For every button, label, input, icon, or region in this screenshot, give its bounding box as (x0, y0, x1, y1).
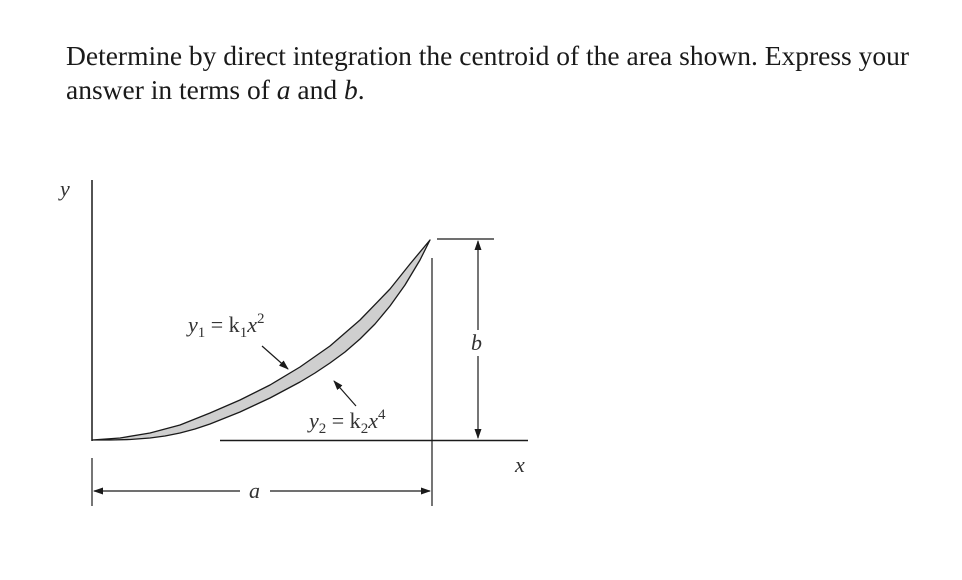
problem-statement: Determine by direct integration the cent… (66, 39, 946, 107)
variable-b: b (344, 74, 358, 105)
curve1-lhs-sub: 1 (198, 325, 206, 341)
curve1-k-sub: 1 (240, 325, 248, 341)
y-axis-label: y (58, 176, 70, 201)
shaded-area (91, 239, 431, 441)
curve2-lhs: y (307, 408, 319, 433)
curve1-lhs: y (186, 312, 198, 337)
curve2-exp: 4 (378, 407, 386, 423)
curve1-eq: = k (205, 312, 239, 337)
variable-a: a (276, 74, 291, 105)
x-axis-label: x (514, 452, 525, 477)
curve2-equation: y2 = k2x4 (307, 407, 386, 437)
problem-text: Determine by direct integration the cent… (66, 40, 910, 105)
problem-text-and: and (290, 74, 344, 105)
dimension-b-label: b (471, 330, 482, 355)
curve1-exp: 2 (257, 311, 265, 327)
curve2-lhs-sub: 2 (319, 421, 327, 437)
problem-text-end: . (357, 74, 365, 105)
curve1-leader-arrow (261, 345, 289, 370)
curve2-var: x (367, 408, 378, 433)
curve2-k-sub: 2 (361, 421, 369, 437)
dimension-a-label: a (249, 478, 260, 503)
curve2-eq: = k (326, 408, 360, 433)
curve1-equation: y1 = k1x2 (186, 311, 264, 341)
curve2-leader-arrow (333, 380, 357, 407)
curve1-var: x (246, 312, 257, 337)
